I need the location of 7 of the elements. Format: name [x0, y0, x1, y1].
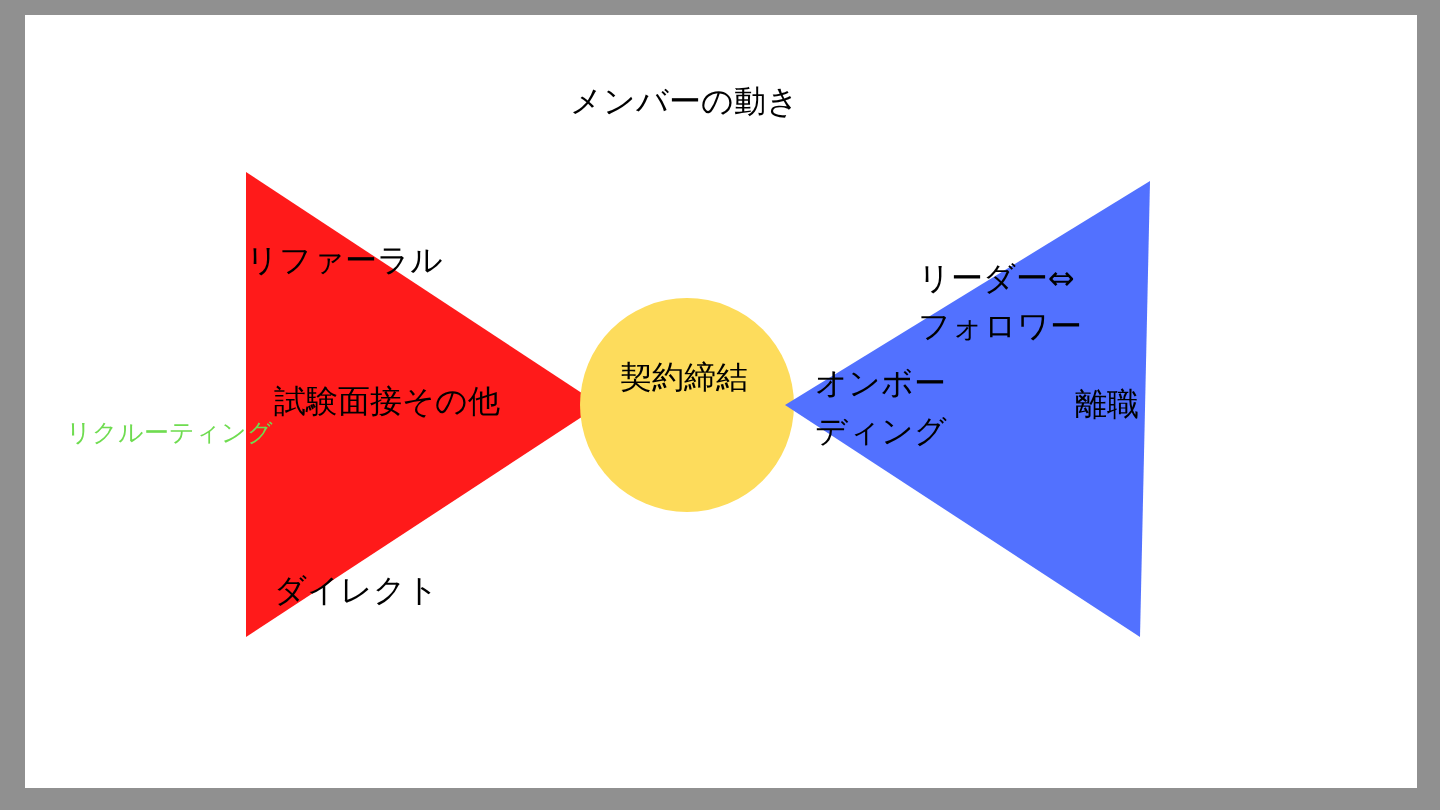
node-label: 契約締結 — [620, 357, 748, 398]
side-label: リクルーティング — [66, 417, 273, 449]
node-label: リファーラル — [246, 240, 443, 281]
title: メンバーの動き — [570, 81, 799, 122]
node-label: 試験面接その他 — [274, 381, 500, 422]
node-label: リーダー⇔フォロワー — [918, 258, 1083, 347]
node-label: 離職 — [1075, 384, 1139, 425]
